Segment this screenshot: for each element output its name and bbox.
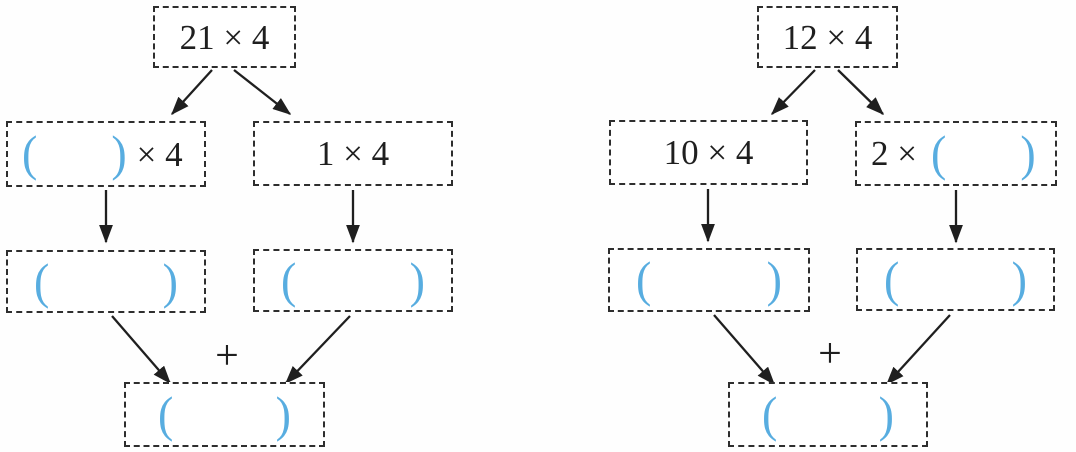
close-paren: ) — [275, 386, 291, 442]
right-top-box: 12 × 4 — [757, 6, 898, 68]
arrow-left-top-to-branch-right — [233, 69, 292, 115]
right-top-expression: 12 × 4 — [782, 17, 873, 57]
open-paren: ( — [762, 386, 778, 442]
open-paren: ( — [22, 125, 38, 181]
right-partial-right-blank-box: ( ) — [856, 248, 1055, 311]
left-result-blank-box: ( ) — [124, 382, 325, 447]
open-paren: ( — [636, 251, 652, 307]
arrow-left-partial-right-to-result — [285, 315, 351, 384]
right-partial-left-blank-box: ( ) — [608, 248, 810, 312]
right-branch-10x4-box: 10 × 4 — [609, 120, 808, 185]
left-partial-right-blank-box: ( ) — [253, 249, 453, 312]
arrow-right-partial-right-to-result — [886, 314, 951, 386]
close-paren: ) — [409, 252, 425, 308]
arrow-right-top-to-branch-right — [837, 69, 884, 115]
close-paren: ) — [766, 251, 782, 307]
close-paren: ) — [162, 253, 178, 309]
right-result-blank-box: ( ) — [728, 382, 928, 447]
right-plus-sign: + — [818, 331, 842, 377]
open-paren: ( — [281, 252, 297, 308]
close-paren: ) — [878, 386, 894, 442]
arrow-right-partial-left-to-result — [713, 314, 775, 386]
left-branch-right-expression: 1 × 4 — [316, 134, 390, 173]
close-paren: ) — [1011, 251, 1027, 307]
arrow-left-top-to-branch-left — [171, 69, 213, 116]
left-plus-sign: + — [215, 333, 239, 379]
left-partial-left-blank-box: ( ) — [6, 250, 206, 313]
close-paren: ) — [1020, 125, 1036, 181]
arrow-right-top-to-branch-left — [771, 69, 816, 115]
close-paren: ) — [111, 125, 127, 181]
right-branch-right-prefix: 2 × — [871, 134, 917, 173]
right-branch-2-times-blank-box: 2 × ( ) — [855, 121, 1057, 186]
left-branch-left-suffix: × 4 — [136, 134, 183, 174]
left-top-expression: 21 × 4 — [179, 17, 270, 57]
open-paren: ( — [34, 253, 50, 309]
left-branch-1x4-box: 1 × 4 — [253, 121, 453, 186]
open-paren: ( — [931, 125, 947, 181]
open-paren: ( — [884, 251, 900, 307]
left-top-box: 21 × 4 — [153, 6, 296, 68]
arrow-left-partial-left-to-result — [111, 315, 171, 385]
left-branch-blank-times-4-box: ( ) × 4 — [6, 121, 206, 187]
right-branch-left-expression: 10 × 4 — [663, 133, 754, 172]
open-paren: ( — [158, 386, 174, 442]
